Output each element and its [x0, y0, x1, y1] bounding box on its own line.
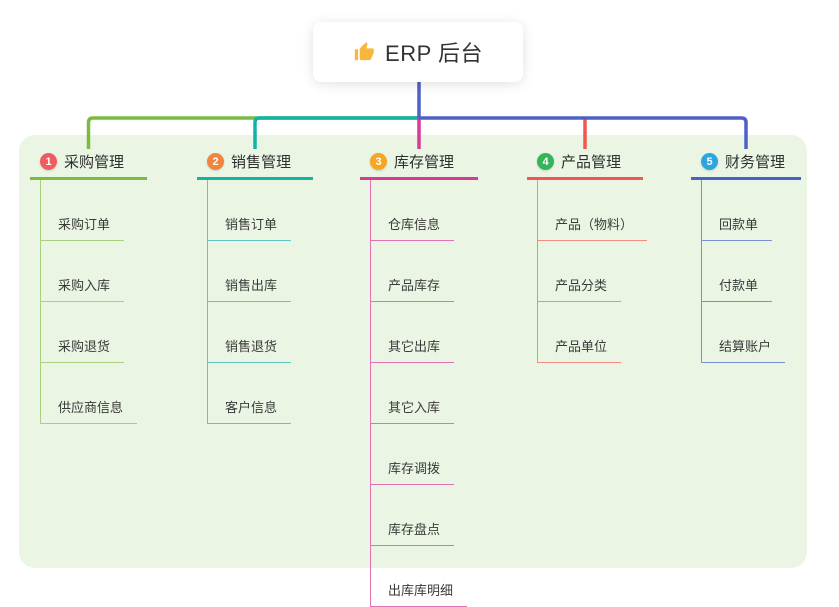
branch-header[interactable]: 3 库存管理	[360, 148, 478, 180]
branch-1: 1 采购管理采购订单采购入库采购退货供应商信息	[30, 148, 147, 424]
branch-label: 库存管理	[394, 154, 455, 171]
branch-label: 销售管理	[231, 154, 292, 171]
child-node-label: 销售出库	[225, 278, 278, 293]
root-label: ERP 后台	[385, 41, 483, 66]
child-node[interactable]: 仓库信息	[371, 180, 455, 241]
branch-5: 5 财务管理回款单付款单结算账户	[691, 148, 801, 363]
branch-children: 仓库信息产品库存其它出库其它入库库存调拨库存盘点出库库明细	[370, 180, 478, 607]
child-node[interactable]: 库存盘点	[371, 485, 455, 546]
child-node[interactable]: 销售订单	[208, 180, 292, 241]
branch-header[interactable]: 5 财务管理	[691, 148, 801, 180]
child-node[interactable]: 付款单	[702, 241, 773, 302]
branch-number-badge: 2	[207, 153, 224, 170]
child-node-label: 采购订单	[58, 217, 111, 232]
child-node-label: 回款单	[719, 217, 759, 232]
branch-number-badge: 3	[370, 153, 387, 170]
child-node-label: 仓库信息	[388, 217, 441, 232]
child-node[interactable]: 出库库明细	[371, 546, 468, 607]
child-node-label: 结算账户	[719, 339, 772, 354]
branch-children: 回款单付款单结算账户	[701, 180, 801, 363]
branch-label: 财务管理	[725, 154, 786, 171]
child-node-label: 产品分类	[555, 278, 608, 293]
child-node[interactable]: 销售退货	[208, 302, 292, 363]
branch-children: 销售订单销售出库销售退货客户信息	[207, 180, 313, 424]
child-node-label: 客户信息	[225, 400, 278, 415]
branch-header[interactable]: 2 销售管理	[197, 148, 313, 180]
root-node[interactable]: ERP 后台	[313, 22, 523, 82]
branch-children: 采购订单采购入库采购退货供应商信息	[40, 180, 147, 424]
branch-number-badge: 1	[40, 153, 57, 170]
branch-children: 产品（物料） 产品分类产品单位	[537, 180, 648, 363]
child-node-label: 供应商信息	[58, 400, 124, 415]
child-node[interactable]: 客户信息	[208, 363, 292, 424]
branch-header[interactable]: 4 产品管理	[527, 148, 643, 180]
child-node-label: 产品单位	[555, 339, 608, 354]
child-node[interactable]: 其它入库	[371, 363, 455, 424]
child-node[interactable]: 库存调拨	[371, 424, 455, 485]
child-node-label: 采购退货	[58, 339, 111, 354]
child-node-label: 产品库存	[388, 278, 441, 293]
branch-3: 3 库存管理仓库信息产品库存其它出库其它入库库存调拨库存盘点出库库明细	[360, 148, 478, 607]
child-node[interactable]: 产品库存	[371, 241, 455, 302]
branch-label: 产品管理	[561, 154, 622, 171]
child-node[interactable]: 采购订单	[41, 180, 125, 241]
child-node[interactable]: 采购入库	[41, 241, 125, 302]
child-node[interactable]: 结算账户	[702, 302, 786, 363]
child-node[interactable]: 其它出库	[371, 302, 455, 363]
child-node-label: 其它入库	[388, 400, 441, 415]
child-node[interactable]: 采购退货	[41, 302, 125, 363]
branch-label: 采购管理	[64, 154, 125, 171]
child-node-label: 采购入库	[58, 278, 111, 293]
child-node-label: 产品（物料）	[555, 217, 634, 232]
child-node-label: 库存调拨	[388, 461, 441, 476]
child-node[interactable]: 供应商信息	[41, 363, 138, 424]
child-node-label: 库存盘点	[388, 522, 441, 537]
child-node-label: 付款单	[719, 278, 759, 293]
thumbs-up-icon	[353, 41, 375, 63]
child-node-label: 销售退货	[225, 339, 278, 354]
branch-number-badge: 4	[537, 153, 554, 170]
branch-4: 4 产品管理产品（物料） 产品分类产品单位	[527, 148, 648, 363]
child-node[interactable]: 产品（物料）	[538, 180, 648, 241]
child-node-label: 出库库明细	[388, 583, 454, 598]
child-node-label: 销售订单	[225, 217, 278, 232]
child-node[interactable]: 销售出库	[208, 241, 292, 302]
child-node[interactable]: 产品单位	[538, 302, 622, 363]
child-node-label: 其它出库	[388, 339, 441, 354]
branch-number-badge: 5	[701, 153, 718, 170]
child-node[interactable]: 产品分类	[538, 241, 622, 302]
branch-2: 2 销售管理销售订单销售出库销售退货客户信息	[197, 148, 313, 424]
branch-header[interactable]: 1 采购管理	[30, 148, 147, 180]
child-node[interactable]: 回款单	[702, 180, 773, 241]
branches-panel-background	[19, 135, 807, 568]
